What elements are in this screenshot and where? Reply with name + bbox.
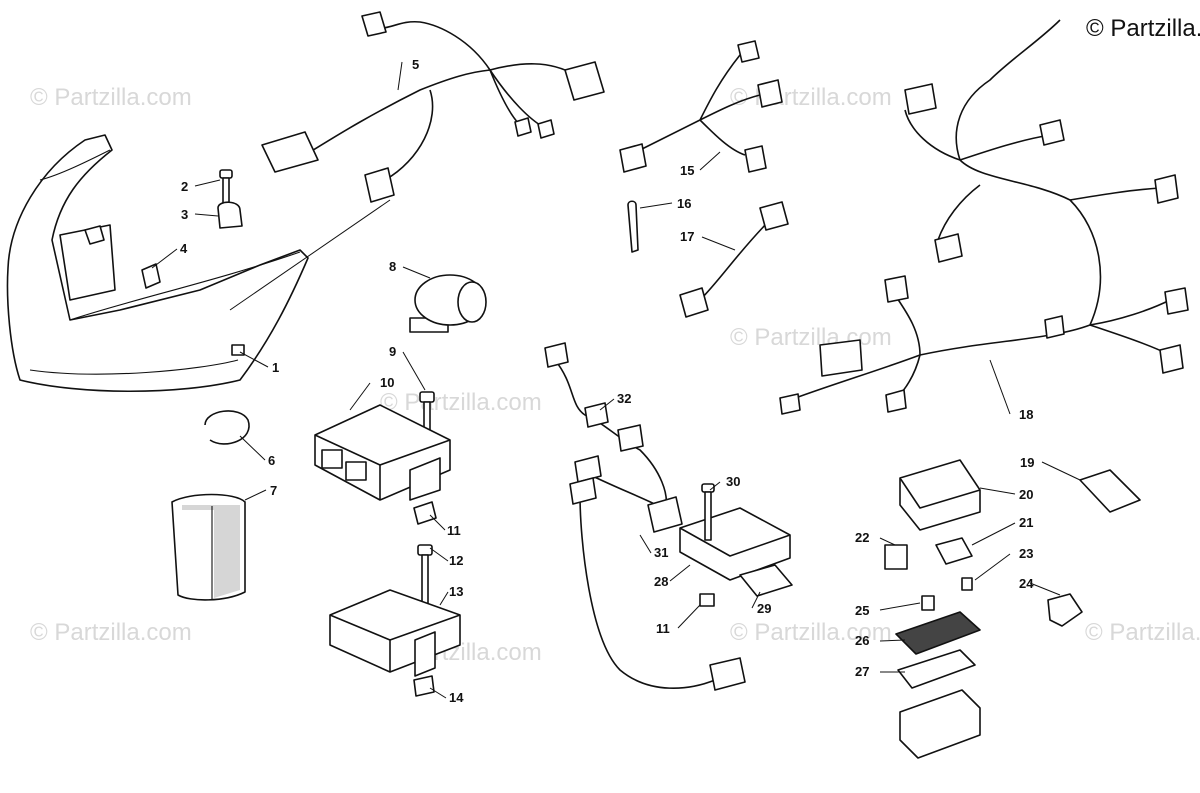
watermark-2: © Partzilla.com — [730, 84, 892, 111]
callout-28: 28 — [654, 574, 668, 589]
callout-19: 19 — [1020, 455, 1034, 470]
headlight-harness — [229, 11, 605, 311]
callout-8: 8 — [389, 259, 396, 274]
callout-2: 2 — [181, 179, 188, 194]
watermark-7: © Partzilla.com — [30, 619, 192, 646]
connector-19 — [1079, 469, 1141, 513]
fuse-23 — [961, 577, 973, 591]
nut-14 — [413, 675, 435, 697]
relay-21 — [935, 537, 973, 565]
pad-29 — [739, 564, 793, 597]
callout-17: 17 — [680, 229, 694, 244]
callout-23: 23 — [1019, 546, 1033, 561]
callout-14: 14 — [449, 690, 464, 705]
watermark-9: © Partzilla.com — [1085, 619, 1200, 646]
callout-6: 6 — [268, 453, 275, 468]
fuse-box-base — [899, 689, 981, 759]
callout-24: 24 — [1019, 576, 1034, 591]
relay-22 — [884, 544, 908, 570]
fuse-25 — [921, 595, 935, 611]
watermark-8: © Partzilla.com — [730, 619, 892, 646]
callout-10: 10 — [380, 375, 394, 390]
leader-lines — [151, 61, 1081, 699]
callout-15: 15 — [680, 163, 694, 178]
clip-4 — [141, 263, 161, 289]
callout-27: 27 — [855, 664, 869, 679]
callout-30: 30 — [726, 474, 740, 489]
callout-9: 9 — [389, 344, 396, 359]
watermark-1: © Partzilla.com — [30, 84, 192, 111]
callout-11a: 11 — [447, 523, 461, 538]
fuse-label-26 — [895, 611, 981, 655]
callout-11b: 11 — [656, 621, 670, 636]
callout-22: 22 — [855, 530, 869, 545]
callout-7: 7 — [270, 483, 277, 498]
callout-18: 18 — [1019, 407, 1033, 422]
callout-12: 12 — [449, 553, 463, 568]
watermark-5: © Partzilla.com — [730, 324, 892, 351]
harness-17 — [679, 201, 789, 318]
clip-3 — [217, 201, 243, 229]
module-13 — [329, 589, 461, 677]
nut-11a — [413, 501, 437, 525]
callout-numbers: 1 2 3 4 5 6 7 8 9 10 11 12 13 14 15 16 1… — [180, 57, 1034, 705]
ecu-module-10 — [314, 404, 451, 501]
callout-5: 5 — [412, 57, 419, 72]
callout-4: 4 — [180, 241, 188, 256]
gasket-27 — [897, 649, 976, 689]
cable-tie-16 — [627, 200, 639, 253]
callout-1: 1 — [272, 360, 279, 375]
main-harness-18 — [779, 19, 1189, 415]
callout-31: 31 — [654, 545, 668, 560]
callout-20: 20 — [1019, 487, 1033, 502]
callout-16: 16 — [677, 196, 691, 211]
callout-3: 3 — [181, 207, 188, 222]
callout-26: 26 — [855, 633, 869, 648]
callout-29: 29 — [757, 601, 771, 616]
ring-6 — [204, 410, 250, 445]
fuse-box-cover-20 — [899, 459, 981, 531]
bolt-2 — [219, 169, 233, 206]
brand-logo-text: © Partzilla.com — [1086, 15, 1200, 42]
callout-13: 13 — [449, 584, 463, 599]
harness-15 — [619, 40, 783, 173]
headlight-housing — [6, 134, 309, 393]
connector-24 — [1047, 593, 1083, 627]
watermark-3: © Partzilla.com — [380, 389, 542, 416]
callout-25: 25 — [855, 603, 869, 618]
harness-31-32 — [544, 342, 746, 691]
bolt-30 — [701, 483, 715, 541]
callout-32: 32 — [617, 391, 631, 406]
buzzer-8 — [409, 274, 487, 333]
sleeve-7 — [171, 493, 246, 601]
callout-21: 21 — [1019, 515, 1033, 530]
nut-11b — [699, 593, 715, 607]
